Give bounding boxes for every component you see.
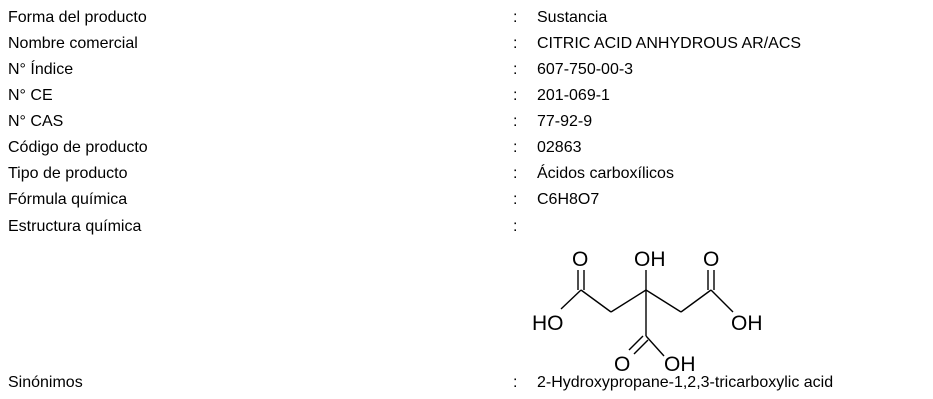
bond-center-left xyxy=(610,289,647,313)
bond-left-chain xyxy=(580,289,612,313)
bond-double-bottom-b xyxy=(633,339,649,355)
property-value: 02863 xyxy=(537,139,582,156)
property-label: Código de producto xyxy=(8,139,148,156)
bond-left-oh xyxy=(560,289,582,310)
atom-label-o-bottom: O xyxy=(614,353,630,376)
property-label: N° CE xyxy=(8,87,53,104)
atom-label-oh-bottom: OH xyxy=(664,353,696,376)
property-value: Sustancia xyxy=(537,9,608,26)
property-separator: : xyxy=(513,35,518,52)
property-label: Forma del producto xyxy=(8,9,147,26)
property-separator: : xyxy=(513,61,518,78)
property-value: Ácidos carboxílicos xyxy=(537,165,674,182)
atom-label-o-right: O xyxy=(703,248,719,271)
property-separator: : xyxy=(513,165,518,182)
property-separator: : xyxy=(513,9,518,26)
property-row-product-type: Tipo de producto : Ácidos carboxílicos xyxy=(0,163,933,185)
chemical-structure-diagram: O OH O HO OH O OH xyxy=(532,248,763,376)
property-separator: : xyxy=(513,139,518,156)
property-separator: : xyxy=(513,374,518,391)
property-label: N° CAS xyxy=(8,113,64,130)
property-separator: : xyxy=(513,191,518,208)
property-label: Tipo de producto xyxy=(8,165,128,182)
property-value: 77-92-9 xyxy=(537,113,593,130)
property-row-chemical-structure: Estructura química : xyxy=(0,216,933,238)
property-separator: : xyxy=(513,218,518,235)
property-value: 201-069-1 xyxy=(537,87,610,104)
atom-label-oh-top: OH xyxy=(634,248,666,271)
property-row-chemical-formula: Fórmula química : C6H8O7 xyxy=(0,189,933,211)
bond-bottom-oh xyxy=(645,335,665,357)
atom-label-oh-right: OH xyxy=(731,312,763,335)
property-row-synonyms: Sinónimos : 2-Hydroxypropane-1,2,3-trica… xyxy=(0,372,933,394)
property-row-trade-name: Nombre comercial : CITRIC ACID ANHYDROUS… xyxy=(0,33,933,55)
property-separator: : xyxy=(513,113,518,130)
property-value: C6H8O7 xyxy=(537,191,600,208)
property-label: Fórmula química xyxy=(8,191,128,208)
property-row-ec-number: N° CE : 201-069-1 xyxy=(0,85,933,107)
property-separator: : xyxy=(513,87,518,104)
property-value: 2-Hydroxypropane-1,2,3-tricarboxylic aci… xyxy=(537,374,834,391)
property-label: Estructura química xyxy=(8,218,142,235)
atom-label-o-left: O xyxy=(572,248,588,271)
bond-center-right xyxy=(645,289,682,313)
property-label: Sinónimos xyxy=(8,374,83,391)
property-label: Nombre comercial xyxy=(8,35,138,52)
bond-double-bottom-a xyxy=(628,335,644,351)
property-value: 607-750-00-3 xyxy=(537,61,634,78)
bond-right-oh xyxy=(710,289,734,313)
property-label: N° Índice xyxy=(8,61,74,78)
property-row-cas-number: N° CAS : 77-92-9 xyxy=(0,111,933,133)
property-value: CITRIC ACID ANHYDROUS AR/ACS xyxy=(537,35,802,52)
bond-right-chain xyxy=(680,289,712,313)
property-row-index-number: N° Índice : 607-750-00-3 xyxy=(0,59,933,81)
property-row-product-code: Código de producto : 02863 xyxy=(0,137,933,159)
property-row-product-form: Forma del producto : Sustancia xyxy=(0,7,933,29)
atom-label-ho-left: HO xyxy=(532,312,564,335)
